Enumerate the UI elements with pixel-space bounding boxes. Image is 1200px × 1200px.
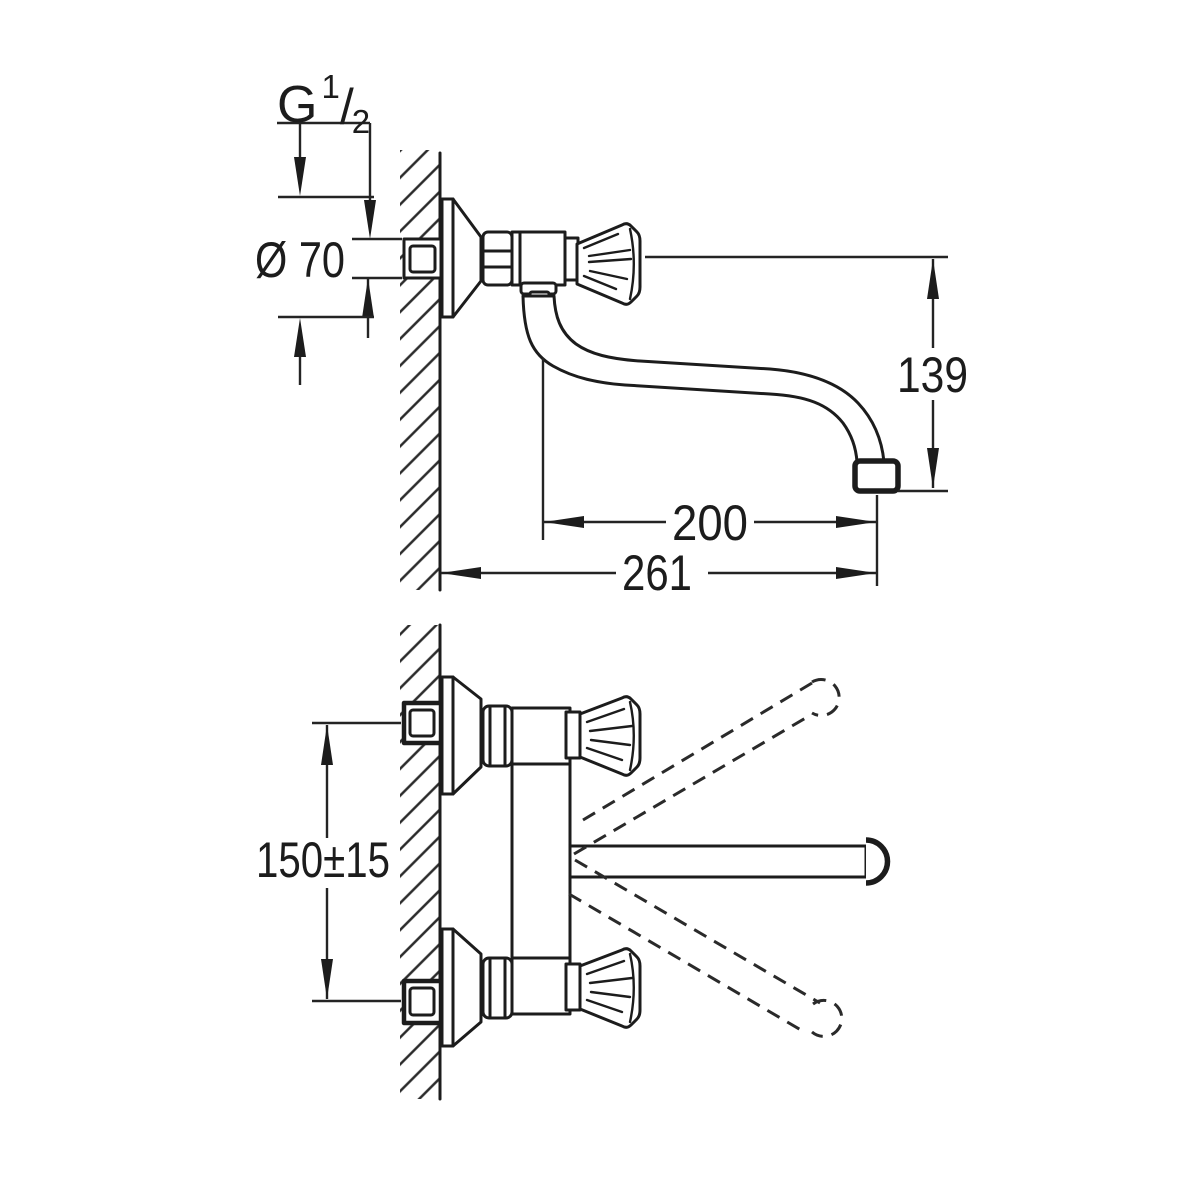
arrowhead-up [927, 259, 939, 299]
aerator-cap-side-view [852, 458, 901, 494]
valve-body-side-view [510, 230, 567, 287]
handle-cap-edge [628, 700, 635, 772]
handle-cap-edge [628, 227, 635, 301]
spout-end-cap [865, 837, 891, 886]
swivel-range-lower [568, 858, 844, 1038]
handle-flutes [585, 707, 634, 762]
mixer-body-bar [510, 706, 572, 1016]
wall-union-bottom [401, 978, 444, 1026]
handle-side-view [563, 222, 642, 306]
handle-flutes [582, 232, 633, 291]
dimension-flange-diameter: Ø 70 [255, 123, 374, 385]
hex-nut-top [481, 704, 514, 768]
arrowhead-down [927, 448, 939, 488]
dimension-total-reach: 261 [441, 545, 876, 601]
wall-hatch-side-view [400, 150, 440, 590]
spout-side-view [521, 294, 886, 464]
handle-cap-edge [628, 952, 635, 1024]
connection-spacing-text: 150±15 [256, 832, 390, 888]
arrowhead-left [441, 567, 481, 579]
spout-height-text: 139 [897, 347, 968, 403]
wall-union-top [401, 700, 444, 746]
hex-nut-side-view [481, 230, 514, 287]
swivel-end-upper [811, 678, 841, 717]
wall-union-side-view [402, 237, 443, 280]
flange-diameter-text: Ø 70 [255, 232, 345, 288]
escutcheon-bottom [440, 927, 483, 1048]
hex-nut-bottom [481, 956, 514, 1020]
wall-hatch-plan-view [400, 625, 440, 1099]
plan-view: 150±15 [256, 623, 891, 1101]
arrowhead-down [321, 959, 333, 999]
arrowhead-right [836, 567, 876, 579]
handle-bottom [564, 947, 642, 1029]
dimension-connection-spacing: 150±15 [256, 721, 401, 1003]
arrowhead-down [294, 157, 306, 196]
handle-flutes [585, 959, 634, 1014]
arrowhead-right [836, 516, 876, 528]
arrowhead-up [294, 318, 306, 357]
spout-reach-text: 200 [672, 495, 748, 551]
swivel-range-upper [573, 678, 841, 856]
arrowhead-up [362, 278, 374, 318]
swivel-end-lower [811, 998, 844, 1038]
arrowhead-left [544, 516, 584, 528]
arrowhead-up [321, 725, 333, 765]
escutcheon-top [440, 675, 483, 796]
handle-top [564, 695, 642, 777]
dimension-spout-reach: 200 [541, 358, 879, 586]
escutcheon-side-view [440, 197, 483, 319]
dimension-spout-height: 139 [645, 255, 968, 493]
total-reach-text: 261 [622, 545, 692, 601]
arrowhead-down [364, 200, 376, 239]
spout-plan-view [568, 837, 891, 886]
